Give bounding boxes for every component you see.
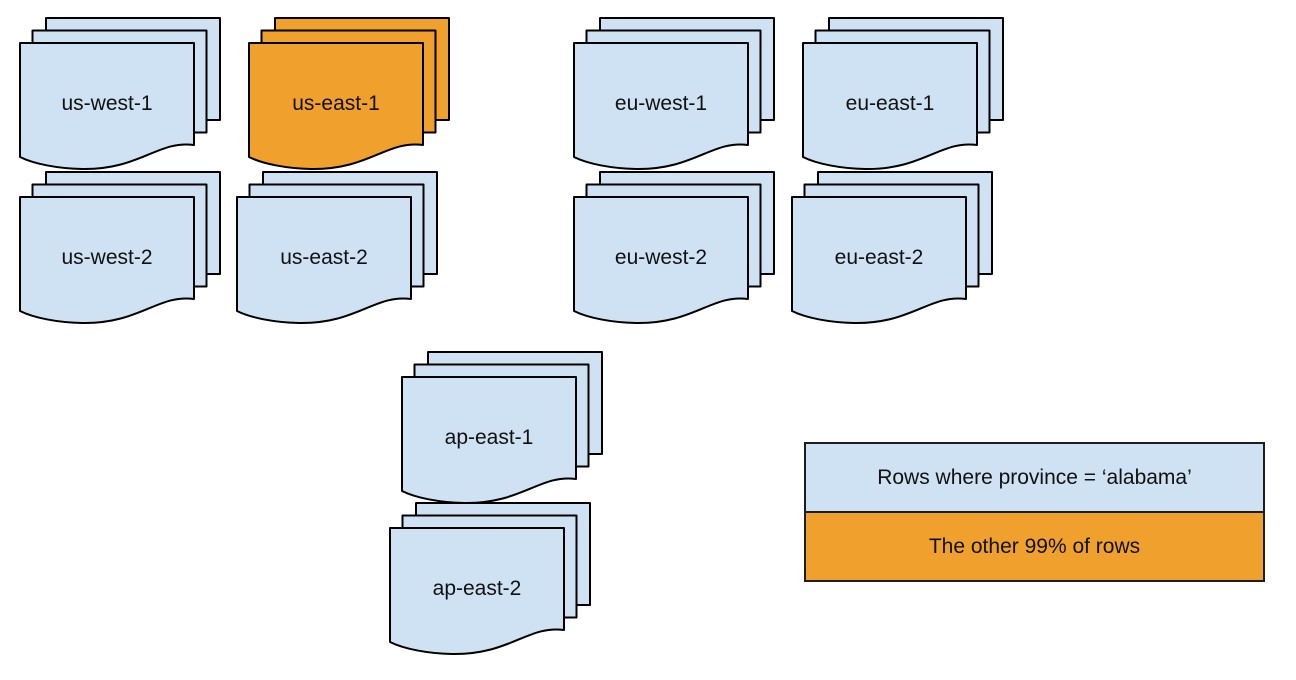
region-label-ap-east-1: ap-east-1 (444, 426, 534, 449)
region-stack-ap-east-1: ap-east-1 (401, 351, 604, 507)
region-label-us-east-1: us-east-1 (292, 92, 380, 115)
region-stack-eu-east-1: eu-east-1 (802, 17, 1005, 173)
legend-item-other-rows: The other 99% of rows (804, 511, 1265, 582)
region-stack-eu-west-1: eu-west-1 (573, 17, 776, 173)
region-stack-us-east-2: us-east-2 (236, 171, 439, 327)
region-label-us-west-2: us-west-2 (61, 246, 153, 269)
region-label-eu-west-1: eu-west-1 (614, 92, 708, 115)
region-label-ap-east-2: ap-east-2 (432, 577, 522, 600)
legend-item-label: The other 99% of rows (928, 534, 1141, 558)
region-stack-eu-west-2: eu-west-2 (573, 171, 776, 327)
region-stack-us-east-1: us-east-1 (248, 17, 451, 173)
legend: Rows where province = ‘alabama’ The othe… (804, 442, 1265, 582)
legend-item-label: Rows where province = ‘alabama’ (877, 465, 1192, 489)
region-stack-us-west-2: us-west-2 (19, 171, 222, 327)
region-stack-eu-east-2: eu-east-2 (791, 171, 994, 327)
region-stack-ap-east-2: ap-east-2 (389, 502, 592, 658)
region-label-eu-west-2: eu-west-2 (614, 246, 708, 269)
region-label-eu-east-1: eu-east-1 (845, 92, 935, 115)
region-stack-us-west-1: us-west-1 (19, 17, 222, 173)
region-label-eu-east-2: eu-east-2 (834, 246, 924, 269)
legend-item-alabama-rows: Rows where province = ‘alabama’ (804, 442, 1265, 513)
region-label-us-east-2: us-east-2 (280, 246, 368, 269)
region-label-us-west-1: us-west-1 (61, 92, 153, 115)
